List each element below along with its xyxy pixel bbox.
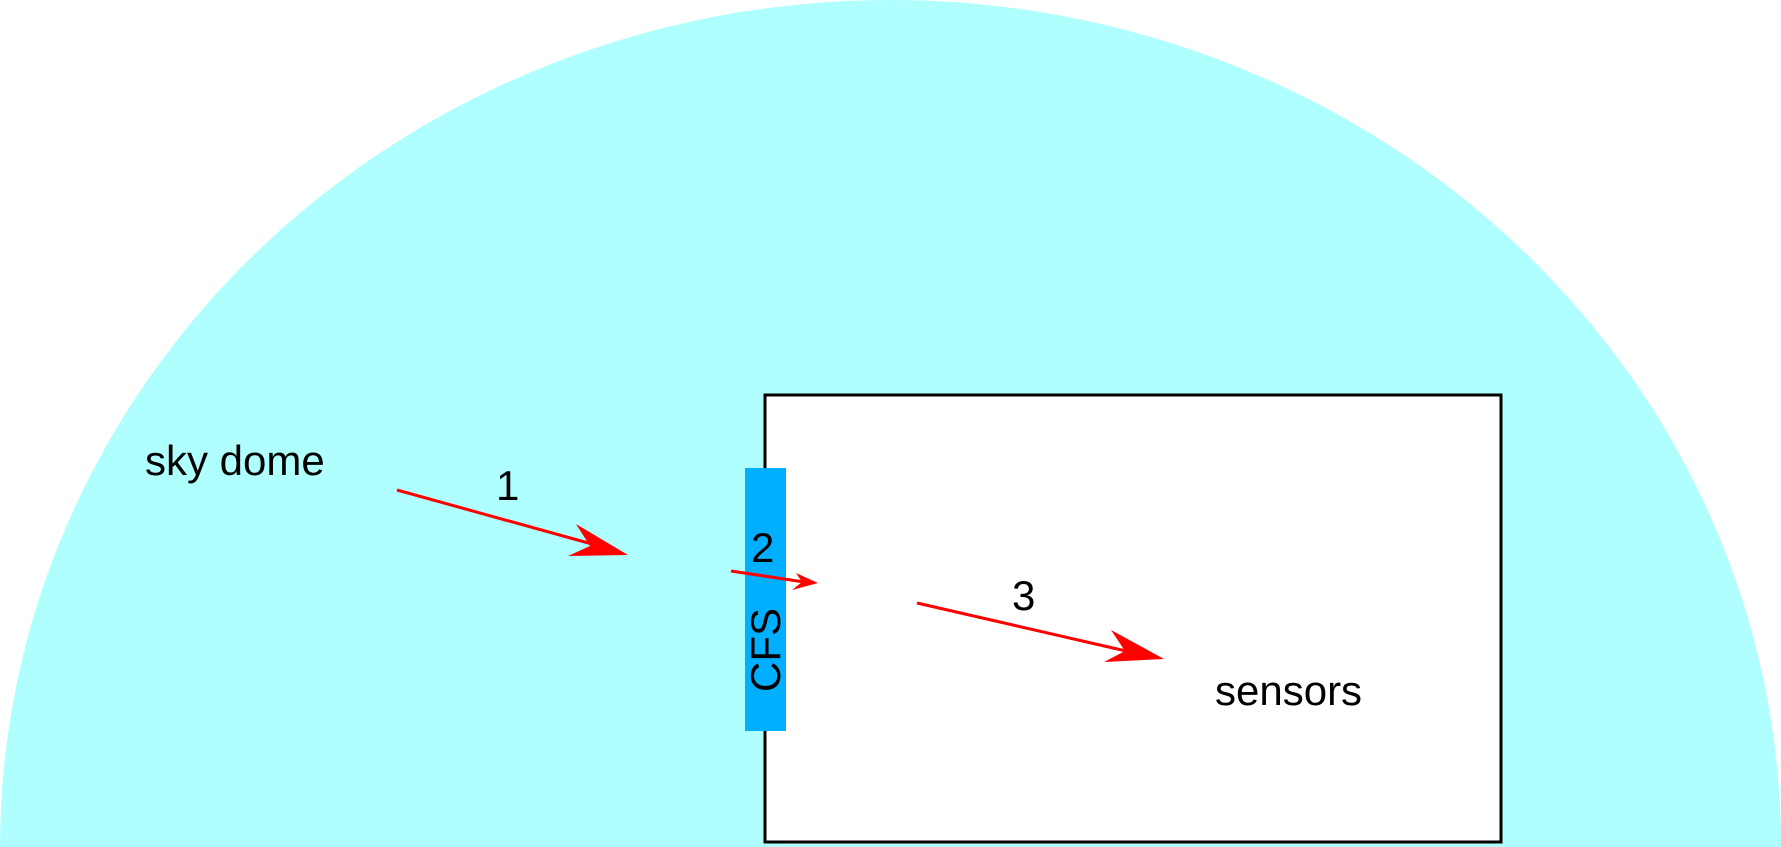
cfs-panel: [745, 468, 786, 731]
sky-dome-label: sky dome: [145, 437, 325, 484]
step-3-label: 3: [1012, 572, 1035, 619]
arrow-1: [396, 488, 628, 556]
arrow-2: [730, 569, 818, 590]
cfs-label: CFS: [742, 608, 789, 692]
step-1-label: 1: [496, 462, 519, 509]
arrow-3: [916, 601, 1164, 662]
step-2-label: 2: [751, 524, 774, 571]
room-box: [763, 393, 1503, 844]
sensors-label: sensors: [1215, 667, 1362, 714]
